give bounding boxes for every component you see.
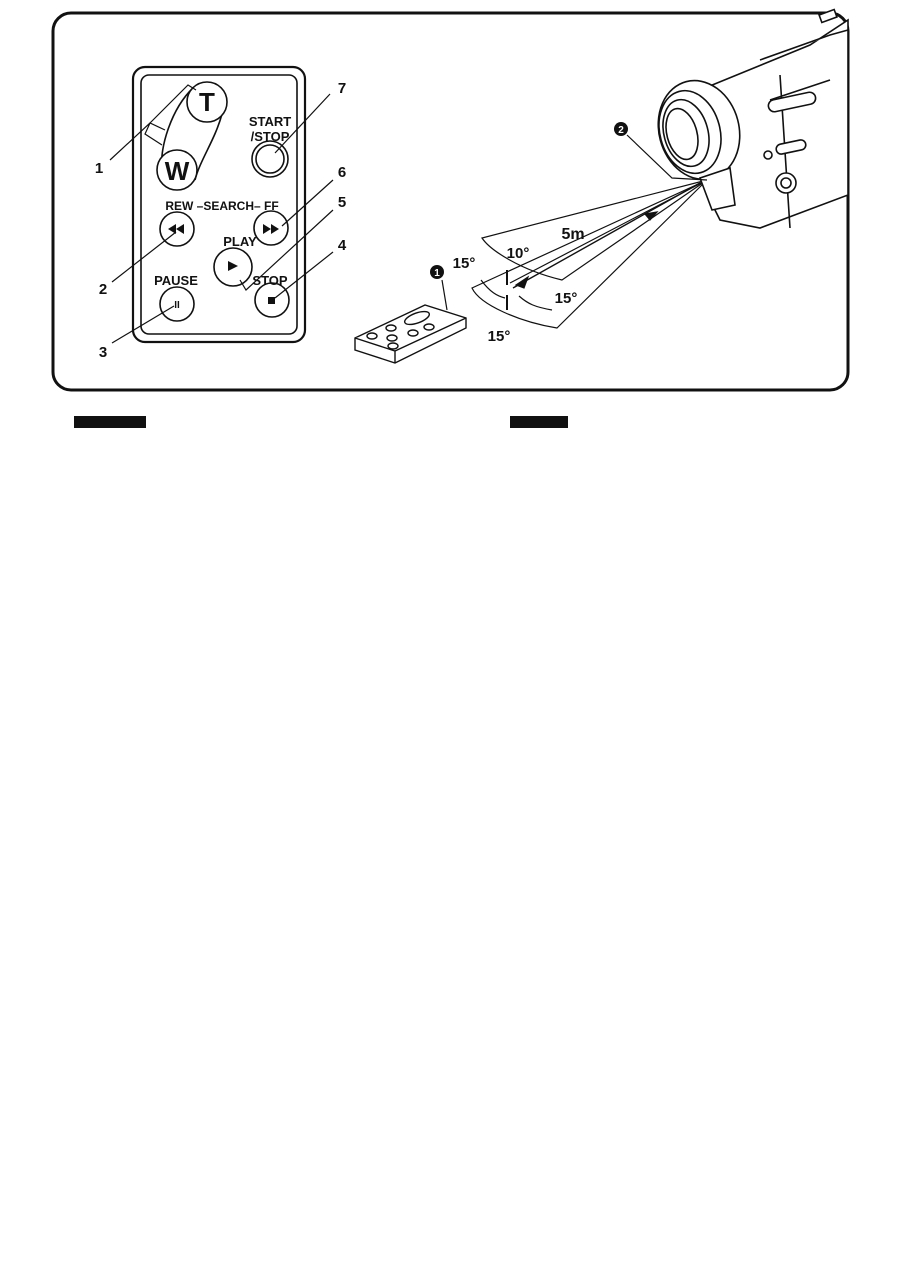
remote-body-inner [140,74,298,335]
angle-left: 15° [453,255,476,272]
fast-forward-icon [263,224,271,234]
callout-4: 4 [338,237,347,254]
range-distance: 5m [561,226,584,243]
pause-label: PAUSE [154,273,198,288]
play-icon [228,261,238,271]
stop-label-top: /STOP [251,129,290,144]
callout-6: 6 [338,164,346,181]
marker-remote-number: 1 [434,268,440,279]
play-button[interactable] [213,247,253,287]
stop-label: STOP [252,273,287,288]
stop-icon [268,297,275,304]
play-label: PLAY [223,234,257,249]
angle-up: 10° [507,245,530,262]
stop-button[interactable] [254,282,290,318]
marker-sensor [614,122,628,136]
ff-button[interactable] [253,210,289,246]
callout-5: 5 [338,194,346,211]
camcorder-illustration [657,8,849,229]
callout-lines [109,84,334,344]
figure-frame [51,11,850,392]
rewind-icon [168,224,176,234]
search-label: REW –SEARCH– FF [165,199,278,213]
zoom-w-label: W [165,156,190,186]
callout-2: 2 [99,281,107,298]
angle-right: 15° [555,290,578,307]
marker-remote [430,265,444,279]
remote-glyphs [168,224,279,304]
pause-button[interactable] [159,286,195,322]
callout-1: 1 [95,160,103,177]
start-stop-button[interactable] [251,140,289,178]
zoom-t-button[interactable] [186,81,228,123]
section-heading-bar-left [74,416,146,428]
marker-sensor-number: 2 [618,125,624,136]
remote-perspective [354,304,467,364]
zoom-w-button[interactable] [156,149,198,191]
angle-down: 15° [488,328,511,345]
section-heading-bar-right [510,416,568,428]
rew-button[interactable] [159,211,195,247]
callout-3: 3 [99,344,107,361]
callout-7: 7 [338,80,346,97]
range-beam [471,179,708,329]
start-label: START [249,114,291,129]
pause-icon: II [174,300,180,311]
zoom-t-label: T [199,87,215,117]
remote-control-diagram [109,65,334,344]
